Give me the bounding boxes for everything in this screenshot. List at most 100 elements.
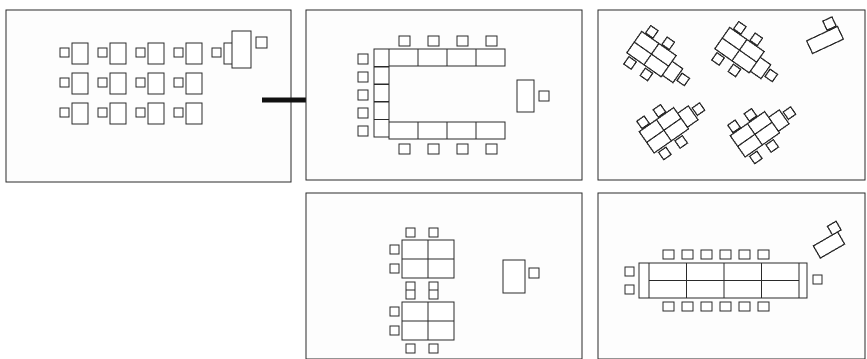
desk: [401, 239, 429, 260]
desk: [71, 72, 89, 95]
desk: [427, 258, 455, 279]
chair: [427, 35, 440, 47]
panel-rows-layout: [5, 9, 292, 183]
chair: [389, 306, 400, 317]
chair: [661, 36, 676, 51]
chair: [749, 32, 764, 47]
chair: [622, 55, 638, 71]
chair: [681, 301, 694, 312]
chair: [173, 47, 184, 58]
desk: [388, 48, 419, 67]
chair: [764, 68, 779, 83]
chair: [700, 249, 713, 260]
desk: [427, 301, 455, 322]
chair: [405, 227, 416, 238]
chair: [135, 77, 146, 88]
desk-cluster: [389, 289, 455, 354]
chair: [428, 289, 439, 300]
chair: [732, 20, 748, 35]
chair: [59, 47, 70, 58]
chair: [456, 35, 469, 47]
chair: [428, 227, 439, 238]
chair: [135, 47, 146, 58]
teacher-chair: [538, 90, 550, 102]
desk: [373, 83, 390, 103]
chair: [428, 343, 439, 354]
chair: [357, 125, 369, 137]
teacher-station: [812, 220, 846, 259]
chair: [173, 107, 184, 118]
chair: [738, 301, 751, 312]
chair: [676, 72, 691, 87]
teacher-desk: [812, 231, 846, 259]
chair: [765, 138, 780, 154]
desk: [648, 262, 688, 282]
chair: [97, 107, 108, 118]
chair: [405, 289, 416, 300]
chair: [485, 35, 498, 47]
chair: [635, 115, 651, 130]
desk: [648, 279, 688, 299]
desk: [760, 279, 800, 299]
chairs-top: [662, 249, 770, 260]
chair: [644, 24, 660, 39]
chair: [135, 107, 146, 118]
chair: [691, 101, 706, 117]
desk: [767, 108, 790, 133]
teacher-desk: [502, 259, 526, 294]
chair: [681, 249, 694, 260]
desk: [185, 42, 203, 65]
chair: [657, 146, 673, 161]
teacher-chair: [255, 36, 268, 49]
desk: [71, 102, 89, 125]
desk: [417, 48, 448, 67]
desk: [71, 42, 89, 65]
desk: [760, 262, 800, 282]
chair: [748, 150, 764, 165]
teacher-station: [805, 16, 845, 55]
chair: [710, 51, 726, 67]
chair: [782, 105, 797, 121]
chair: [624, 284, 635, 295]
panel-boardroom-layout: [597, 192, 866, 359]
chair: [726, 119, 742, 134]
desk: [373, 118, 390, 138]
desk-cluster: [389, 227, 455, 292]
panel-u-shape-layout: [305, 9, 583, 181]
chair: [743, 107, 758, 123]
teacher-desk: [805, 25, 845, 55]
u-top-row: [388, 35, 506, 67]
chair: [357, 89, 369, 101]
chair: [389, 325, 400, 336]
desk: [185, 102, 203, 125]
chair: [674, 134, 689, 150]
chair: [357, 107, 369, 119]
desk: [723, 279, 763, 299]
desk: [749, 56, 772, 80]
u-bottom-row: [388, 121, 506, 155]
desk: [427, 320, 455, 341]
desk: [373, 65, 390, 85]
chair: [757, 249, 770, 260]
desk: [109, 102, 127, 125]
desk: [685, 262, 725, 282]
chair: [357, 53, 369, 65]
desk: [661, 60, 684, 84]
desk: [685, 279, 725, 299]
chair: [173, 77, 184, 88]
chair: [719, 301, 732, 312]
chair: [427, 143, 440, 155]
chair: [389, 263, 400, 274]
chair: [738, 249, 751, 260]
chair: [357, 71, 369, 83]
teacher-chair: [826, 220, 842, 236]
chair: [662, 301, 675, 312]
desk: [475, 121, 506, 140]
chair: [700, 301, 713, 312]
u-left-column: [357, 48, 390, 138]
chairs-bottom: [662, 301, 770, 312]
desk: [676, 104, 699, 129]
chair: [398, 143, 411, 155]
desk: [388, 121, 419, 140]
desk: [109, 42, 127, 65]
